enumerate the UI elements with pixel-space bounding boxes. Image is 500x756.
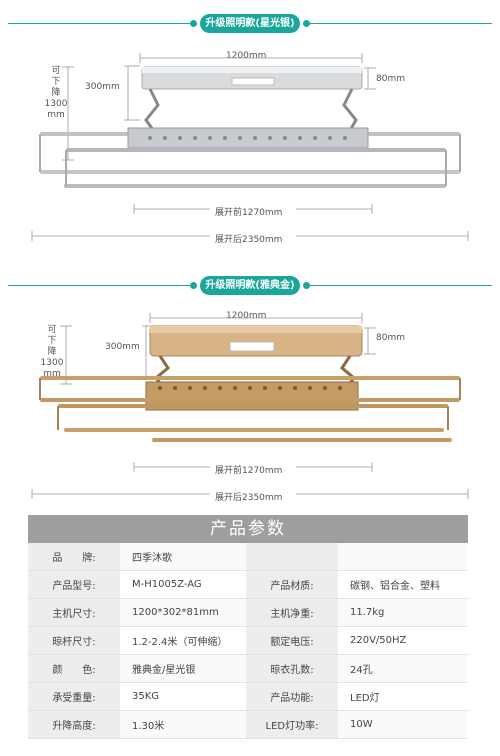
param-value: 10W — [338, 710, 468, 739]
dim-height-label: 80mm — [376, 74, 405, 84]
dim-extended-label: 展开后2350mm — [215, 235, 283, 245]
dot-icon — [190, 20, 197, 27]
dim-folded-label: 展开前1270mm — [215, 208, 283, 218]
param-label: 产品型号: — [28, 570, 120, 599]
param-value: 四季沐歌 — [120, 543, 246, 571]
param-value: 1200*302*81mm — [120, 598, 246, 627]
table-row: 承受重量: 35KG 产品功能: LED灯 — [28, 682, 468, 711]
lift-text: 下 — [51, 77, 61, 87]
product-image-gold — [31, 313, 469, 499]
table-row: 颜 色: 雅典金/星光银 晾衣孔数: 24孔 — [28, 654, 468, 683]
dim-folded-label: 展开前1270mm — [215, 466, 283, 476]
param-label: 晾衣孔数: — [246, 654, 338, 683]
param-value: 11.7kg — [338, 598, 468, 627]
param-label: 产品材质: — [246, 570, 338, 599]
lift-text: 降 — [51, 88, 61, 98]
dot-icon — [190, 282, 197, 289]
table-row: 主机尺寸: 1200*302*81mm 主机净重: 11.7kg — [28, 598, 468, 627]
lift-text: 降 — [47, 347, 57, 357]
param-label: 颜 色: — [28, 654, 120, 683]
section-banner-gold: 升级照明款(雅典金) — [0, 276, 500, 296]
param-label: 升降高度: — [28, 710, 120, 739]
param-label: 晾杆尺寸: — [28, 626, 120, 655]
dim-extended-label: 展开后2350mm — [215, 493, 283, 503]
param-value: LED灯 — [338, 682, 468, 711]
table-row: 品 牌: 四季沐歌 — [28, 543, 468, 571]
table-row: 产品型号: M-H1005Z-AG 产品材质: 碳钢、铝合金、塑料 — [28, 570, 468, 599]
dot-icon — [303, 282, 310, 289]
lift-text: 下 — [47, 336, 57, 346]
param-value: 24孔 — [338, 654, 468, 683]
divider-line — [310, 23, 492, 24]
params-title: 产品参数 — [28, 515, 468, 543]
dim-width-label: 1200mm — [226, 51, 267, 61]
param-label — [246, 543, 338, 571]
divider-line — [8, 23, 190, 24]
param-value — [338, 543, 468, 571]
section-title: 升级照明款(雅典金) — [200, 276, 300, 295]
lift-text: mm — [47, 110, 65, 120]
param-label: LED灯功率: — [246, 710, 338, 739]
param-label: 主机尺寸: — [28, 598, 120, 627]
dim-depth-label: 300mm — [85, 82, 120, 92]
param-label: 品 牌: — [28, 543, 120, 571]
divider-line — [8, 285, 190, 286]
table-row: 晾杆尺寸: 1.2-2.4米（可伸缩） 额定电压: 220V/50HZ — [28, 626, 468, 655]
param-value: 1.30米 — [120, 710, 246, 739]
param-label: 主机净重: — [246, 598, 338, 627]
divider-line — [310, 285, 492, 286]
lift-text: 可 — [51, 66, 61, 76]
param-label: 额定电压: — [246, 626, 338, 655]
param-value: M-H1005Z-AG — [120, 570, 246, 599]
param-value: 35KG — [120, 682, 246, 711]
lift-text: 可 — [47, 325, 57, 335]
param-value: 碳钢、铝合金、塑料 — [338, 570, 468, 599]
product-params-table: 产品参数 品 牌: 四季沐歌 产品型号: M-H1005Z-AG 产品材质: 碳… — [28, 515, 468, 739]
lift-text: mm — [43, 369, 61, 379]
lift-range-label: 可 下 降 1300 mm — [40, 325, 64, 380]
dim-height-label: 80mm — [376, 333, 405, 343]
section-title: 升级照明款(星光银) — [200, 14, 300, 33]
param-label: 产品功能: — [246, 682, 338, 711]
dim-depth-label: 300mm — [105, 342, 140, 352]
dot-icon — [303, 20, 310, 27]
dim-width-label: 1200mm — [226, 311, 267, 321]
param-label: 承受重量: — [28, 682, 120, 711]
lift-range-label: 可 下 降 1300 mm — [44, 66, 68, 121]
product-image-silver — [31, 53, 469, 241]
param-value: 1.2-2.4米（可伸缩） — [120, 626, 246, 655]
table-row: 升降高度: 1.30米 LED灯功率: 10W — [28, 710, 468, 739]
lift-text: 1300 — [44, 99, 68, 109]
param-value: 220V/50HZ — [338, 626, 468, 655]
section-banner-silver: 升级照明款(星光银) — [0, 14, 500, 34]
lift-text: 1300 — [40, 358, 64, 368]
param-value: 雅典金/星光银 — [120, 654, 246, 683]
